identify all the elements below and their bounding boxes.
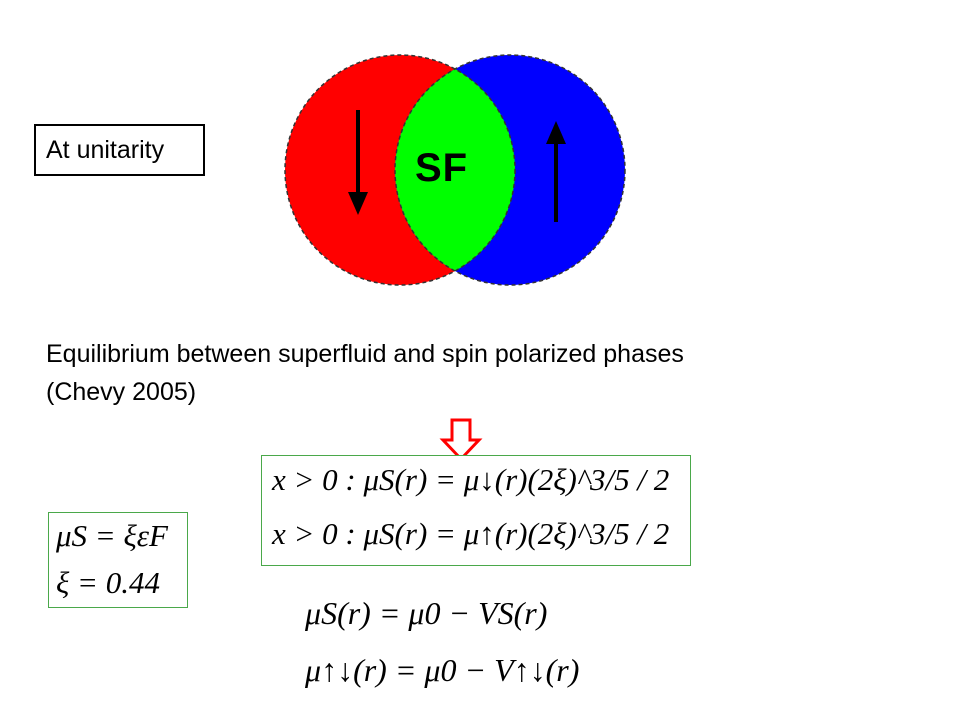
venn-overlap (395, 55, 515, 285)
venn-right-outline (394, 54, 626, 286)
equation-bottom-1: μS(r) = μ0 − VS(r) (305, 595, 548, 631)
equation-left-1: μS = ξεF (56, 518, 168, 553)
venn-left-outline (284, 54, 516, 286)
equation-top-2: x > 0 : μS(r) = μ↑(r)(2ξ)^3/5 / 2 (272, 516, 670, 551)
equilibrium-text-line1: Equilibrium between superfluid and spin … (46, 340, 684, 368)
equation-box-top (261, 455, 691, 566)
down-outline-arrow-icon (439, 418, 483, 462)
equilibrium-text-line2: (Chevy 2005) (46, 378, 197, 406)
equation-top-1: x > 0 : μS(r) = μ↓(r)(2ξ)^3/5 / 2 (272, 462, 670, 497)
up-arrow-icon (546, 121, 566, 222)
equation-left-2: ξ = 0.44 (56, 565, 160, 600)
down-arrow-icon (348, 110, 368, 215)
venn-center-label: SF (415, 146, 469, 190)
at-unitarity-label: At unitarity (34, 124, 205, 176)
equation-box-left (48, 512, 188, 608)
equation-bottom-2: μ↑↓(r) = μ0 − V↑↓(r) (305, 652, 580, 688)
